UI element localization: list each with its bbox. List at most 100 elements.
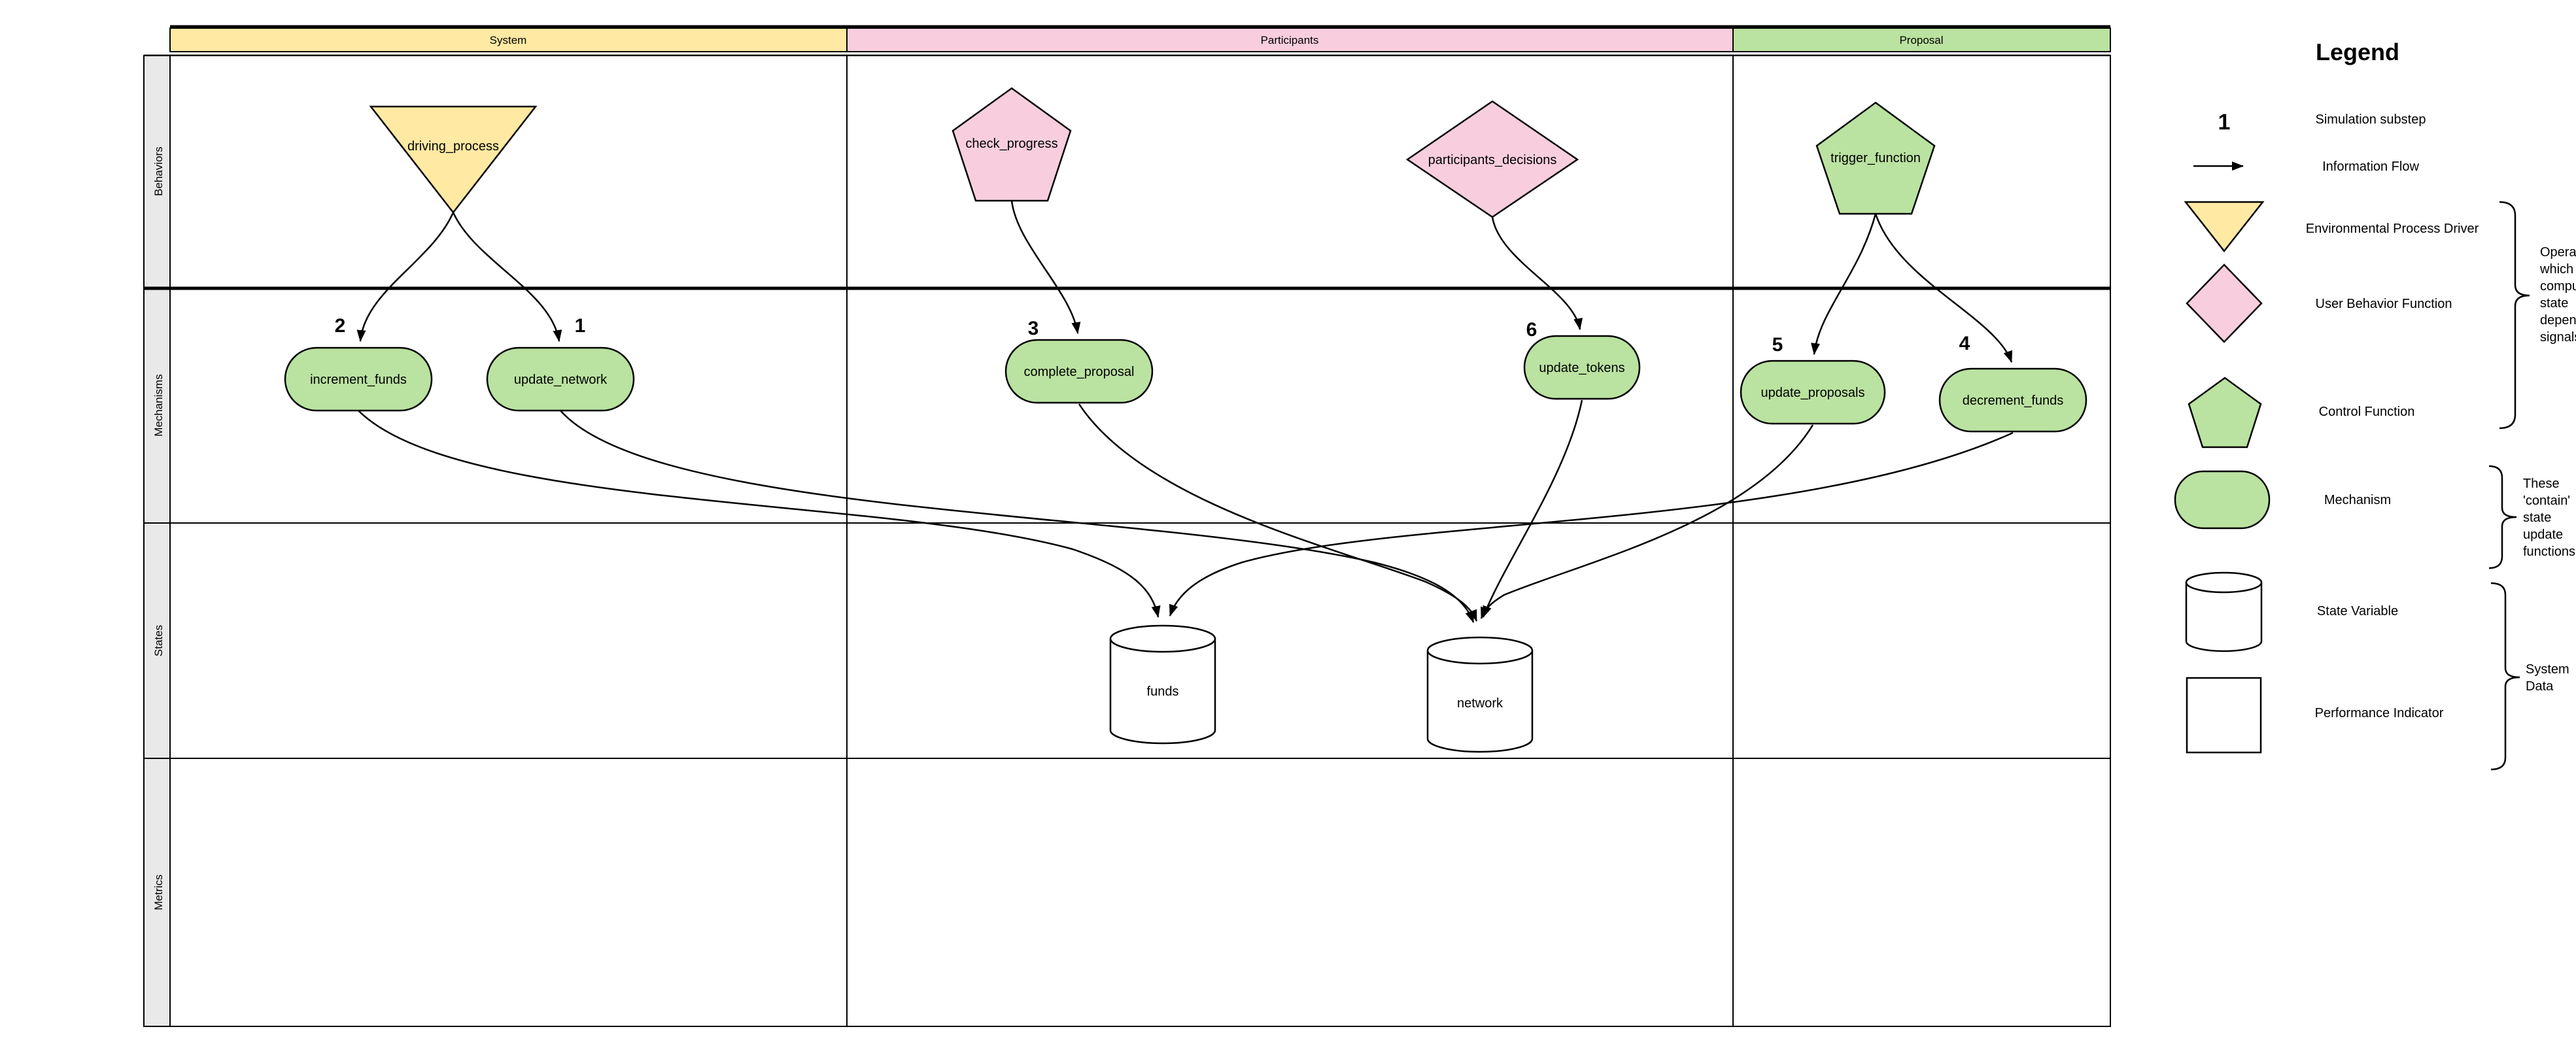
lane-label-mechanisms: Mechanisms [152, 374, 165, 436]
node-check-progress-label: check_progress [965, 137, 1057, 151]
legend-label-mechanism: Mechanism [2324, 493, 2391, 507]
edge-update_tokens-network [1482, 399, 1583, 618]
node-funds cylinder-icon [1109, 639, 1216, 745]
annotation-line: state [2540, 296, 2568, 311]
cell-states-proposal [1732, 522, 2111, 759]
node-check-progress pentagon-icon [952, 87, 1072, 202]
brace-operators [2499, 201, 2530, 430]
legend-label-control-function: Control Function [2319, 405, 2415, 419]
pill-icon [2174, 470, 2271, 530]
substep-number-icon: 1 [2218, 110, 2231, 135]
legend-label-user-behavior-function: User Behavior Function [2316, 297, 2452, 311]
node-trigger-function-label: trigger_function [1830, 151, 1921, 165]
node-network-label: network [1457, 696, 1503, 711]
lane-gutter-mechanisms [143, 287, 171, 524]
column-header-participants [846, 27, 1734, 52]
node-participants-decisions-label: participants_decisions [1428, 153, 1557, 167]
cell-mechanisms-participants [846, 287, 1734, 524]
legend-label-performance-indicator: Performance Indicator [2315, 706, 2444, 720]
cell-metrics-system [169, 758, 848, 1027]
cell-metrics-proposal [1732, 758, 2111, 1027]
edge-check_progress-complete_proposal [1010, 200, 1081, 334]
brace-system-data [2490, 582, 2520, 771]
legend-label-state-variable: State Variable [2317, 604, 2398, 618]
node-decrement-funds pill-icon [1938, 367, 2087, 433]
cell-behaviors-system [169, 55, 848, 288]
annotation-line: compute [2540, 279, 2576, 294]
square-icon [2186, 677, 2262, 754]
annotation-operators: Operators which compute state dependent … [2539, 245, 2576, 345]
lane-label-metrics: Metrics [152, 875, 165, 911]
node-trigger-function pentagon-icon [1815, 101, 1936, 215]
node-funds-top [1109, 624, 1216, 653]
node-update-tokens pill-icon [1523, 335, 1641, 400]
node-participants-decisions diamond-icon [1405, 100, 1579, 218]
edge-complete_proposal-network [1078, 403, 1478, 622]
edge-participants_decisions-update_tokens [1491, 216, 1583, 330]
substep-number-3: 3 [1028, 318, 1039, 339]
annotation-line: 'contain' [2523, 494, 2570, 508]
diamond-icon [2186, 263, 2263, 343]
substep-number-1: 1 [575, 315, 586, 337]
swimlane-grid: System Participants Proposal Behaviors M… [143, 25, 2111, 1027]
behavior-nodes: driving_process check_progress participa… [369, 87, 1936, 218]
cell-states-system [169, 522, 848, 759]
annotation-line: update [2523, 528, 2563, 542]
information-flow-edges [356, 200, 2014, 623]
node-funds-label: funds [1147, 684, 1179, 699]
edge-trigger_function-update_proposals [1811, 213, 1877, 355]
cylinder-icon [2185, 582, 2263, 652]
column-header-system-label: System [490, 34, 527, 46]
column-header-proposal-label: Proposal [1899, 34, 1943, 46]
legend-label-simulation-substep: Simulation substep [2316, 112, 2426, 127]
node-complete-proposal-label: complete_proposal [1024, 365, 1135, 379]
substep-number-2: 2 [335, 315, 346, 337]
brace-state-update [2488, 465, 2517, 569]
cylinder-icon-top [2185, 571, 2263, 594]
edge-trigger_function-decrement_funds [1874, 213, 2013, 363]
edge-increment_funds-funds [358, 410, 1161, 618]
cell-states-participants [846, 522, 1734, 759]
edge-driving_process-update_network [452, 212, 562, 342]
node-increment-funds pill-icon [284, 346, 433, 412]
node-increment-funds-label: increment_funds [310, 373, 407, 387]
edge-decrement_funds-funds [1169, 431, 2014, 616]
annotation-line: which [2539, 262, 2573, 277]
annotation-line: System [2526, 662, 2569, 677]
lane-label-states: States [152, 625, 165, 656]
node-network-top [1426, 636, 1534, 665]
legend: Legend 1 Simulation substep Information … [2174, 39, 2576, 771]
substep-number-4: 4 [1959, 333, 1970, 354]
node-driving-process triangle-down-icon [369, 105, 538, 214]
pentagon-icon [2188, 377, 2262, 448]
node-update-network-label: update_network [514, 373, 608, 387]
annotation-system-data: System Data [2526, 662, 2569, 694]
state-nodes: funds network [1109, 624, 1534, 753]
legend-label-environmental-process-driver: Environmental Process Driver [2306, 222, 2479, 236]
node-network cylinder-icon [1426, 650, 1534, 753]
node-update-tokens-label: update_tokens [1539, 361, 1624, 375]
edge-driving_process-increment_funds [356, 212, 455, 342]
node-decrement-funds-label: decrement_funds [1963, 394, 2064, 408]
node-driving-process-label: driving_process [407, 139, 499, 154]
lane-gutter-states [143, 522, 171, 759]
annotation-state-update: These 'contain' state update functions [2523, 477, 2575, 559]
node-update-proposals pill-icon [1740, 360, 1886, 425]
node-complete-proposal pill-icon [1005, 339, 1154, 404]
column-header-proposal [1732, 27, 2111, 52]
edge-update_network-network [560, 410, 1475, 623]
annotation-line: Data [2526, 679, 2554, 694]
legend-title: Legend [2316, 39, 2399, 65]
annotation-line: state [2523, 511, 2551, 525]
column-header-participants-label: Participants [1261, 34, 1319, 46]
annotation-line: Operators [2540, 245, 2576, 260]
annotation-line: dependent [2540, 313, 2576, 328]
cell-metrics-participants [846, 758, 1734, 1027]
node-update-proposals-label: update_proposals [1760, 386, 1864, 400]
triangle-down-icon [2184, 201, 2265, 253]
substep-number-6: 6 [1526, 319, 1537, 341]
edge-update_proposals-network [1480, 424, 1814, 619]
annotation-line: functions [2523, 545, 2575, 559]
mechanism-nodes: increment_funds 2 update_network 1 compl… [284, 315, 2087, 433]
